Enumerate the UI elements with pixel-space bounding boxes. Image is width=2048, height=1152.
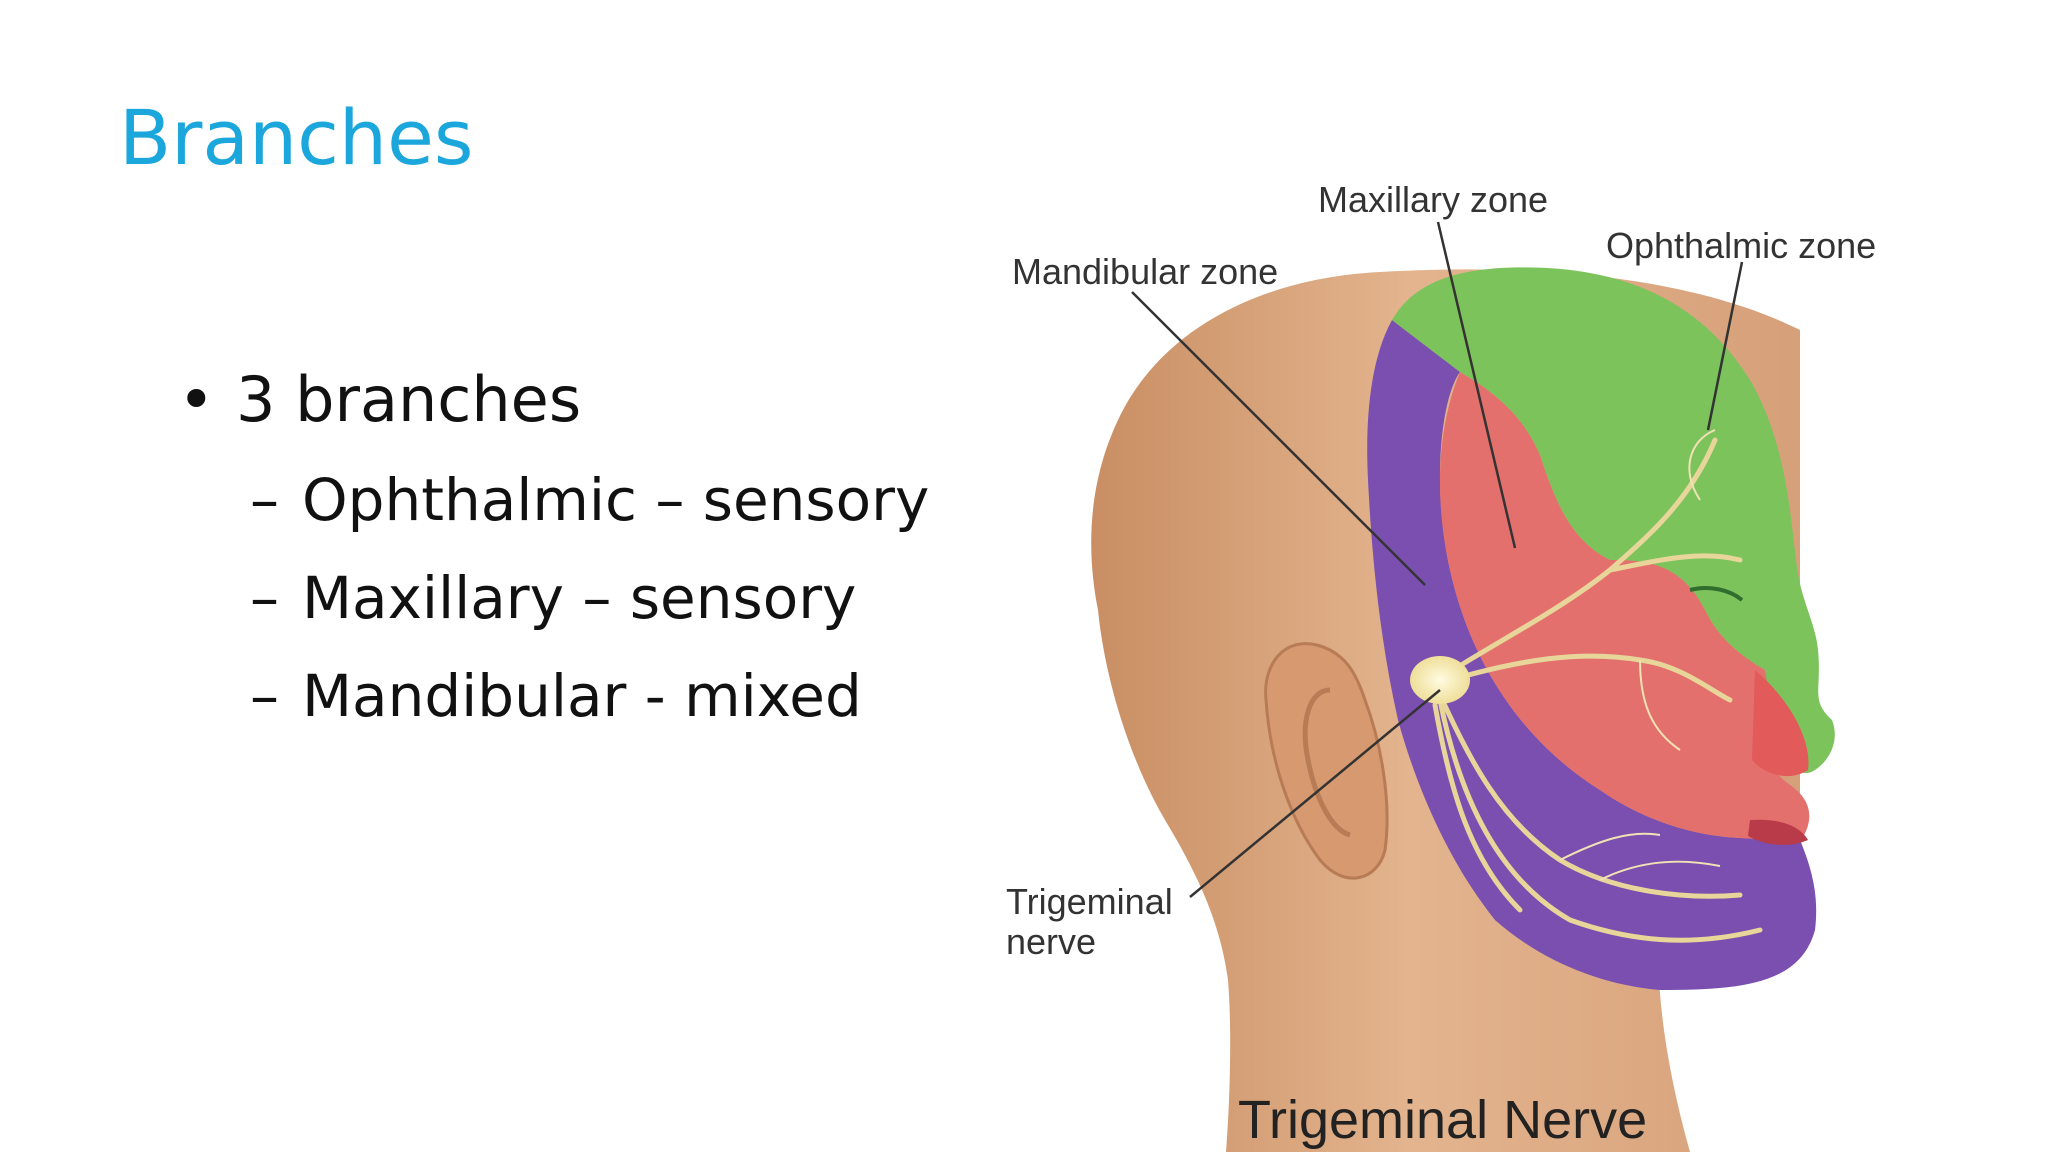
trigeminal-ganglion: [1410, 656, 1470, 704]
bullet-marker: •: [178, 363, 215, 436]
maxillary-zone: [1439, 372, 1810, 842]
maxillary-zone-label: Maxillary zone: [1318, 179, 1548, 220]
sub-bullet-text: Mandibular - mixed: [302, 662, 862, 730]
mandibular-zone-label: Mandibular zone: [1012, 251, 1278, 292]
trigeminal-nerve-label-line2: nerve: [1006, 921, 1096, 962]
sub-bullet-text: Maxillary – sensory: [302, 564, 857, 632]
sub-bullet-marker: –: [250, 564, 279, 632]
sub-bullet-marker: –: [250, 466, 279, 534]
sub-bullet-text: Ophthalmic – sensory: [302, 466, 930, 534]
ophthalmic-zone-label: Ophthalmic zone: [1606, 225, 1876, 266]
nerve-branches: [1432, 437, 1763, 943]
leader-lines: [1131, 221, 1744, 898]
sub-bullet-marker: –: [250, 662, 279, 730]
ophthalmic-zone: [1392, 267, 1835, 774]
figure-caption: Trigeminal Nerve: [1238, 1090, 1647, 1150]
bullet-text: 3 branches: [236, 363, 582, 436]
slide-title: Branches: [119, 93, 474, 182]
trigeminal-nerve-label-line1: Trigeminal: [1006, 881, 1173, 922]
ear: [1264, 642, 1389, 880]
